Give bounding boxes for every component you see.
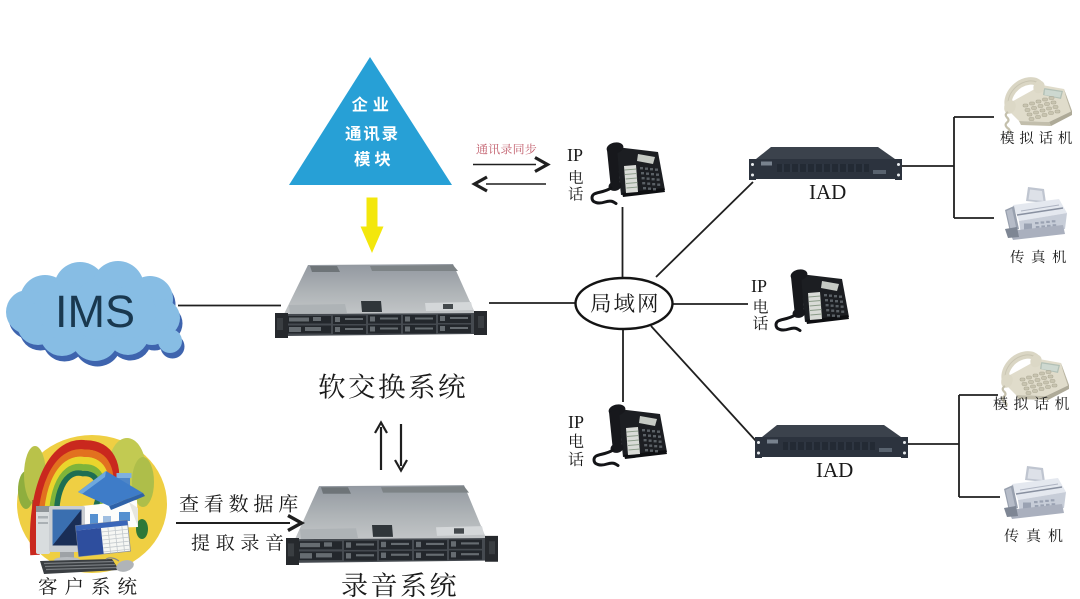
svg-text:IAD: IAD (809, 180, 846, 204)
svg-text:IAD: IAD (816, 458, 853, 482)
svg-text:IMS: IMS (55, 286, 135, 337)
svg-text:IP: IP (751, 276, 767, 296)
svg-text:IP: IP (567, 145, 583, 165)
svg-text:IP: IP (568, 412, 584, 432)
